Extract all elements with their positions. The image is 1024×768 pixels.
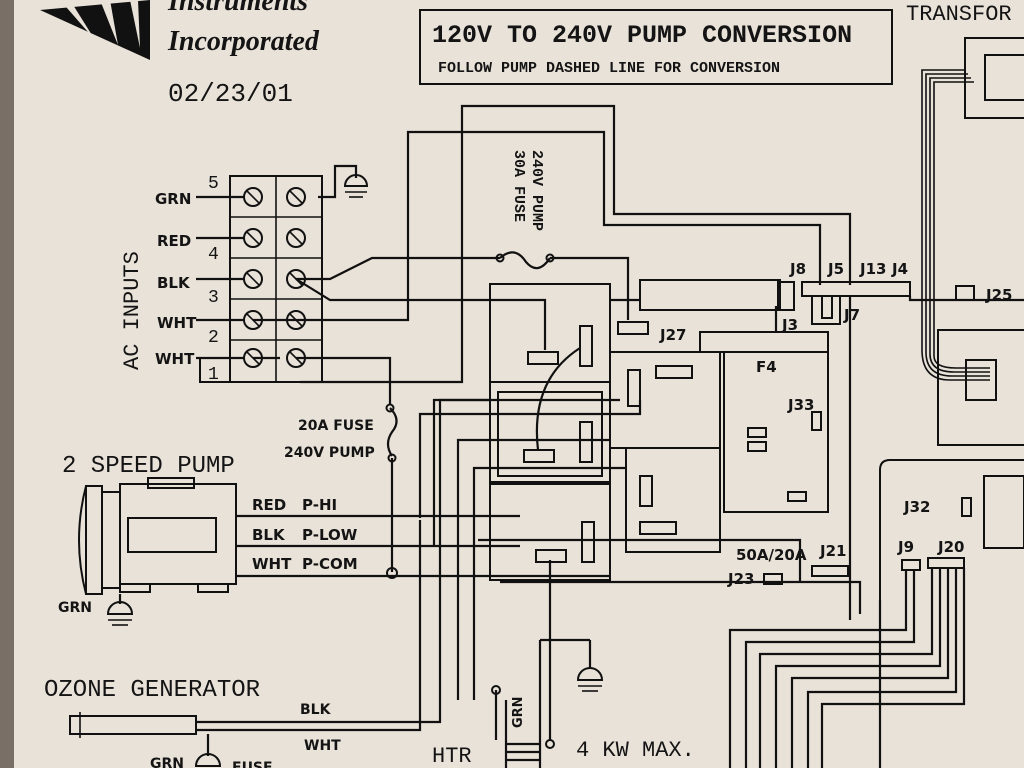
- trace-1: [418, 400, 642, 518]
- heater-max-rating: 4 KW MAX.: [576, 738, 695, 763]
- transformer: [921, 37, 1024, 446]
- connector-j25: J25: [985, 286, 1012, 304]
- connector-j23: J23: [727, 570, 754, 588]
- trace-4: [472, 466, 626, 700]
- connector-j13: J13: [859, 260, 886, 278]
- ribbon-cable: [728, 568, 966, 768]
- ozone-heading: OZONE GENERATOR: [44, 677, 260, 704]
- pump-lead-label-pcom: P-COM: [302, 555, 358, 573]
- ozone-label-wht: WHT: [304, 738, 341, 754]
- pump-lead-label-red: RED: [252, 496, 286, 514]
- trace-5: [478, 538, 802, 582]
- terminal-number-3: 3: [208, 288, 219, 308]
- ground-symbol-ac: [318, 164, 369, 199]
- fuse-20a-line1: 20A FUSE: [298, 418, 374, 434]
- pump-ground-symbol: [106, 594, 134, 626]
- terminal-number-5: 5: [208, 174, 219, 194]
- connector-j27: J27: [659, 326, 686, 344]
- revision-date: 02/23/01: [168, 79, 293, 109]
- connector-j5: J5: [827, 260, 844, 278]
- relay-board: [489, 279, 1024, 600]
- ozone-generator: [69, 398, 490, 767]
- terminal-number-4: 4: [208, 245, 219, 265]
- diagram-subtitle: FOLLOW PUMP DASHED LINE FOR CONVERSION: [438, 60, 780, 77]
- trace-6: [500, 580, 862, 614]
- wire-label-red: RED: [157, 232, 191, 250]
- fuse-20a-line2: 240V PUMP: [284, 445, 375, 461]
- diagram-title: 120V TO 240V PUMP CONVERSION: [432, 21, 852, 50]
- wire-label-blk: BLK: [157, 274, 191, 292]
- connector-j32: J32: [903, 498, 930, 516]
- connector-j21: J21: [819, 542, 846, 560]
- connector-j7: J7: [843, 306, 860, 324]
- terminal-number-1: 1: [208, 365, 219, 385]
- company-suffix: Incorporated: [167, 26, 320, 57]
- connector-j4: J4: [891, 260, 908, 278]
- company-name: Instruments: [167, 0, 308, 17]
- wire-blk-to-relay: [295, 278, 547, 350]
- fuse-30a-line1: 30A FUSE: [510, 150, 527, 222]
- pump-lead-label-wht: WHT: [252, 555, 292, 573]
- heater-element: [491, 560, 604, 768]
- pump-lead-label-blk: BLK: [252, 526, 286, 544]
- connector-j20: J20: [937, 538, 964, 556]
- wire-blk-to-fuse: [296, 256, 500, 281]
- paper-sheet: [8, 0, 1024, 768]
- title-box: [419, 9, 893, 85]
- wire-label-wht-2: WHT: [155, 350, 195, 368]
- heater-ground-label: GRN: [511, 696, 526, 728]
- ac-inputs-heading: AC INPUTS: [120, 251, 145, 370]
- connector-rating: 50A/20A: [736, 546, 807, 564]
- connector-j3: J3: [781, 316, 798, 334]
- paper-edge: [0, 0, 14, 768]
- pump-heading: 2 SPEED PUMP: [62, 453, 235, 480]
- ozone-label-fuse: FUSE: [232, 760, 273, 768]
- wire-label-grn: GRN: [155, 190, 191, 208]
- wire-label-wht-1: WHT: [157, 314, 197, 332]
- transformer-label: TRANSFOR: [906, 2, 1012, 27]
- terminal-number-2: 2: [208, 328, 219, 348]
- wire-wht-to-fuse20: [296, 356, 392, 405]
- company-logo: [40, 0, 150, 60]
- ozone-label-grn: GRN: [150, 756, 184, 768]
- fuse-30a-line2: 240V PUMP: [528, 150, 545, 231]
- trace-2: [432, 398, 620, 546]
- heater-label: HTR: [432, 744, 472, 768]
- pump-com-splice: [386, 567, 398, 579]
- connector-j9: J9: [897, 538, 914, 556]
- connector-j8: J8: [789, 260, 806, 278]
- connector-j33: J33: [787, 396, 814, 414]
- wire-bus-top: [300, 104, 852, 384]
- pump-motor: [78, 477, 237, 595]
- trace-9: [908, 296, 1024, 302]
- pump-lead-label-plow: P-LOW: [302, 526, 358, 544]
- fuse-f4: F4: [756, 358, 777, 376]
- pump-lead-label-phi: P-HI: [302, 496, 337, 514]
- trace-3: [456, 438, 610, 700]
- pump-ground-label: GRN: [58, 600, 92, 616]
- ozone-label-blk: BLK: [300, 702, 332, 718]
- wire-wht-main: [253, 130, 822, 322]
